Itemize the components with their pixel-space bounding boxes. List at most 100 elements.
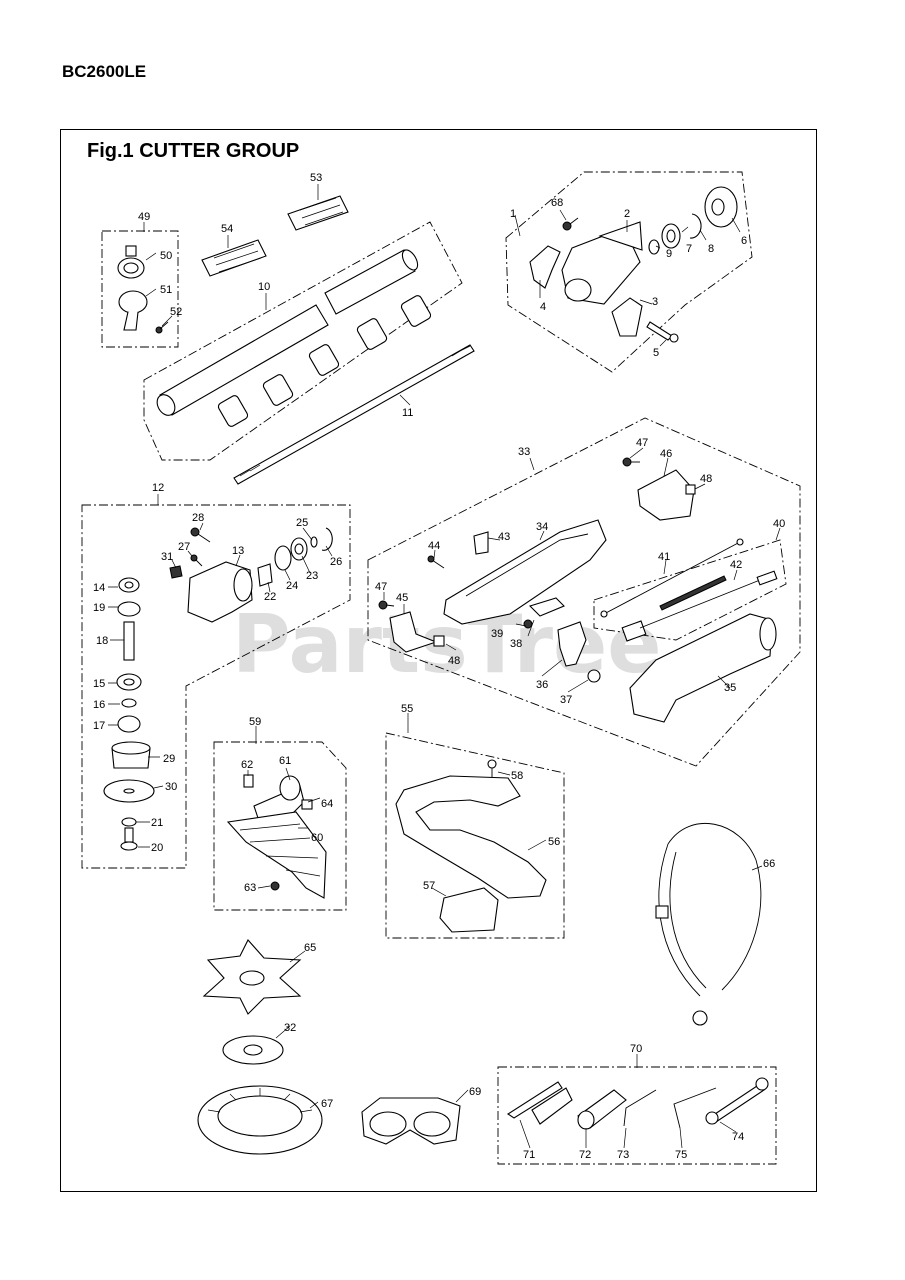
bolt-47-upper-part (622, 457, 640, 467)
bearing-17-part (117, 715, 141, 733)
callout-42: 42 (730, 559, 742, 571)
bolt-62-part (243, 774, 254, 788)
callout-43: 43 (498, 531, 510, 543)
holder-29-part (111, 741, 151, 769)
callout-62: 62 (241, 759, 253, 771)
callout-49: 49 (138, 211, 150, 223)
callout-70: 70 (630, 1043, 642, 1055)
callout-68: 68 (551, 197, 563, 209)
callout-20: 20 (151, 842, 163, 854)
callout-38: 38 (510, 638, 522, 650)
group-33-outline (367, 417, 801, 767)
callout-16: 16 (93, 699, 105, 711)
pin-43-part (473, 531, 489, 555)
callout-73: 73 (617, 1149, 629, 1161)
drive-shaft-11-part (233, 344, 475, 485)
nut-set-part (217, 295, 432, 427)
callout-47-lower: 47 (375, 581, 387, 593)
group-40-inner-outline (593, 539, 787, 641)
clamp-57-part (439, 887, 499, 933)
bolt-68-part (562, 217, 579, 231)
callout-28: 28 (192, 512, 204, 524)
ring-25-part (310, 536, 318, 548)
grip-sleeve-54-part (201, 239, 267, 277)
hex-wrench-75-part (673, 1087, 717, 1129)
callout-31: 31 (161, 551, 173, 563)
spanner-74-part (705, 1077, 769, 1125)
guard-60-part (226, 811, 327, 899)
callout-15: 15 (93, 678, 105, 690)
guard-ring-67-part (197, 1085, 323, 1155)
callout-48-upper: 48 (700, 473, 712, 485)
callout-34: 34 (536, 521, 548, 533)
callout-12: 12 (152, 482, 164, 494)
callout-46: 46 (660, 448, 672, 460)
callout-5: 5 (653, 347, 659, 359)
callout-55: 55 (401, 703, 413, 715)
callout-51: 51 (160, 284, 172, 296)
callout-3: 3 (652, 296, 658, 308)
callout-75: 75 (675, 1149, 687, 1161)
callout-36: 36 (536, 679, 548, 691)
bearing-15-part (116, 673, 142, 691)
clamp-46-part (637, 469, 695, 521)
circlip-8-part (689, 213, 702, 239)
nut-64-part (301, 799, 313, 810)
callout-26: 26 (330, 556, 342, 568)
blade-65-part (202, 939, 302, 1015)
callout-41: 41 (658, 551, 670, 563)
callout-6: 6 (741, 235, 747, 247)
nut-21-part (121, 817, 137, 827)
gear-case-2-part (561, 221, 643, 305)
group-10-outline (143, 221, 463, 461)
callout-19: 19 (93, 602, 105, 614)
callout-65: 65 (304, 942, 316, 954)
leader-lines (108, 184, 781, 1149)
group-55-outline (385, 732, 565, 939)
cover-6-part (704, 186, 738, 228)
cable-41-part (600, 538, 744, 618)
shoulder-strap-66-part (655, 822, 762, 1026)
callout-23: 23 (306, 570, 318, 582)
callout-61: 61 (279, 755, 291, 767)
clamp-4-part (529, 245, 561, 289)
trigger-36-part (557, 621, 587, 667)
holder-cup-32-part (222, 1035, 284, 1065)
callout-54: 54 (221, 223, 233, 235)
group-12-outline (81, 504, 351, 869)
callout-32: 32 (284, 1022, 296, 1034)
bolt-27-part (190, 554, 203, 567)
callout-50: 50 (160, 250, 172, 262)
lever-38-part (528, 597, 565, 617)
gear-22-part (257, 563, 273, 587)
group-59-outline (213, 741, 347, 911)
switch-42-part (621, 570, 778, 642)
callout-10: 10 (258, 281, 270, 293)
handle-half-34-part (443, 519, 607, 625)
callout-47-upper: 47 (636, 437, 648, 449)
callout-60: 60 (311, 832, 323, 844)
callout-59: 59 (249, 716, 261, 728)
bolt-31-part (169, 565, 183, 579)
clamp-3-part (611, 297, 643, 337)
main-tube-10-part (156, 249, 419, 416)
nut-48-upper-part (685, 484, 696, 495)
callout-58: 58 (511, 770, 523, 782)
model-number: BC2600LE (62, 62, 147, 81)
screw-52-part (155, 321, 169, 334)
bracket-61-part (253, 775, 305, 821)
callout-66: 66 (763, 858, 775, 870)
callout-72: 72 (579, 1149, 591, 1161)
callout-30: 30 (165, 781, 177, 793)
bearing-23-part (290, 537, 308, 561)
spring-39-part (523, 619, 533, 629)
bearing-7-part (661, 223, 681, 249)
figure-title: Fig.1 CUTTER GROUP (87, 140, 300, 162)
bolt-28-part (190, 527, 211, 543)
bolt-20-part (120, 827, 138, 851)
screw-63-part (270, 881, 280, 891)
plug-wrench-72-part (577, 1089, 627, 1130)
callout-2: 2 (624, 208, 630, 220)
callout-57: 57 (423, 880, 435, 892)
